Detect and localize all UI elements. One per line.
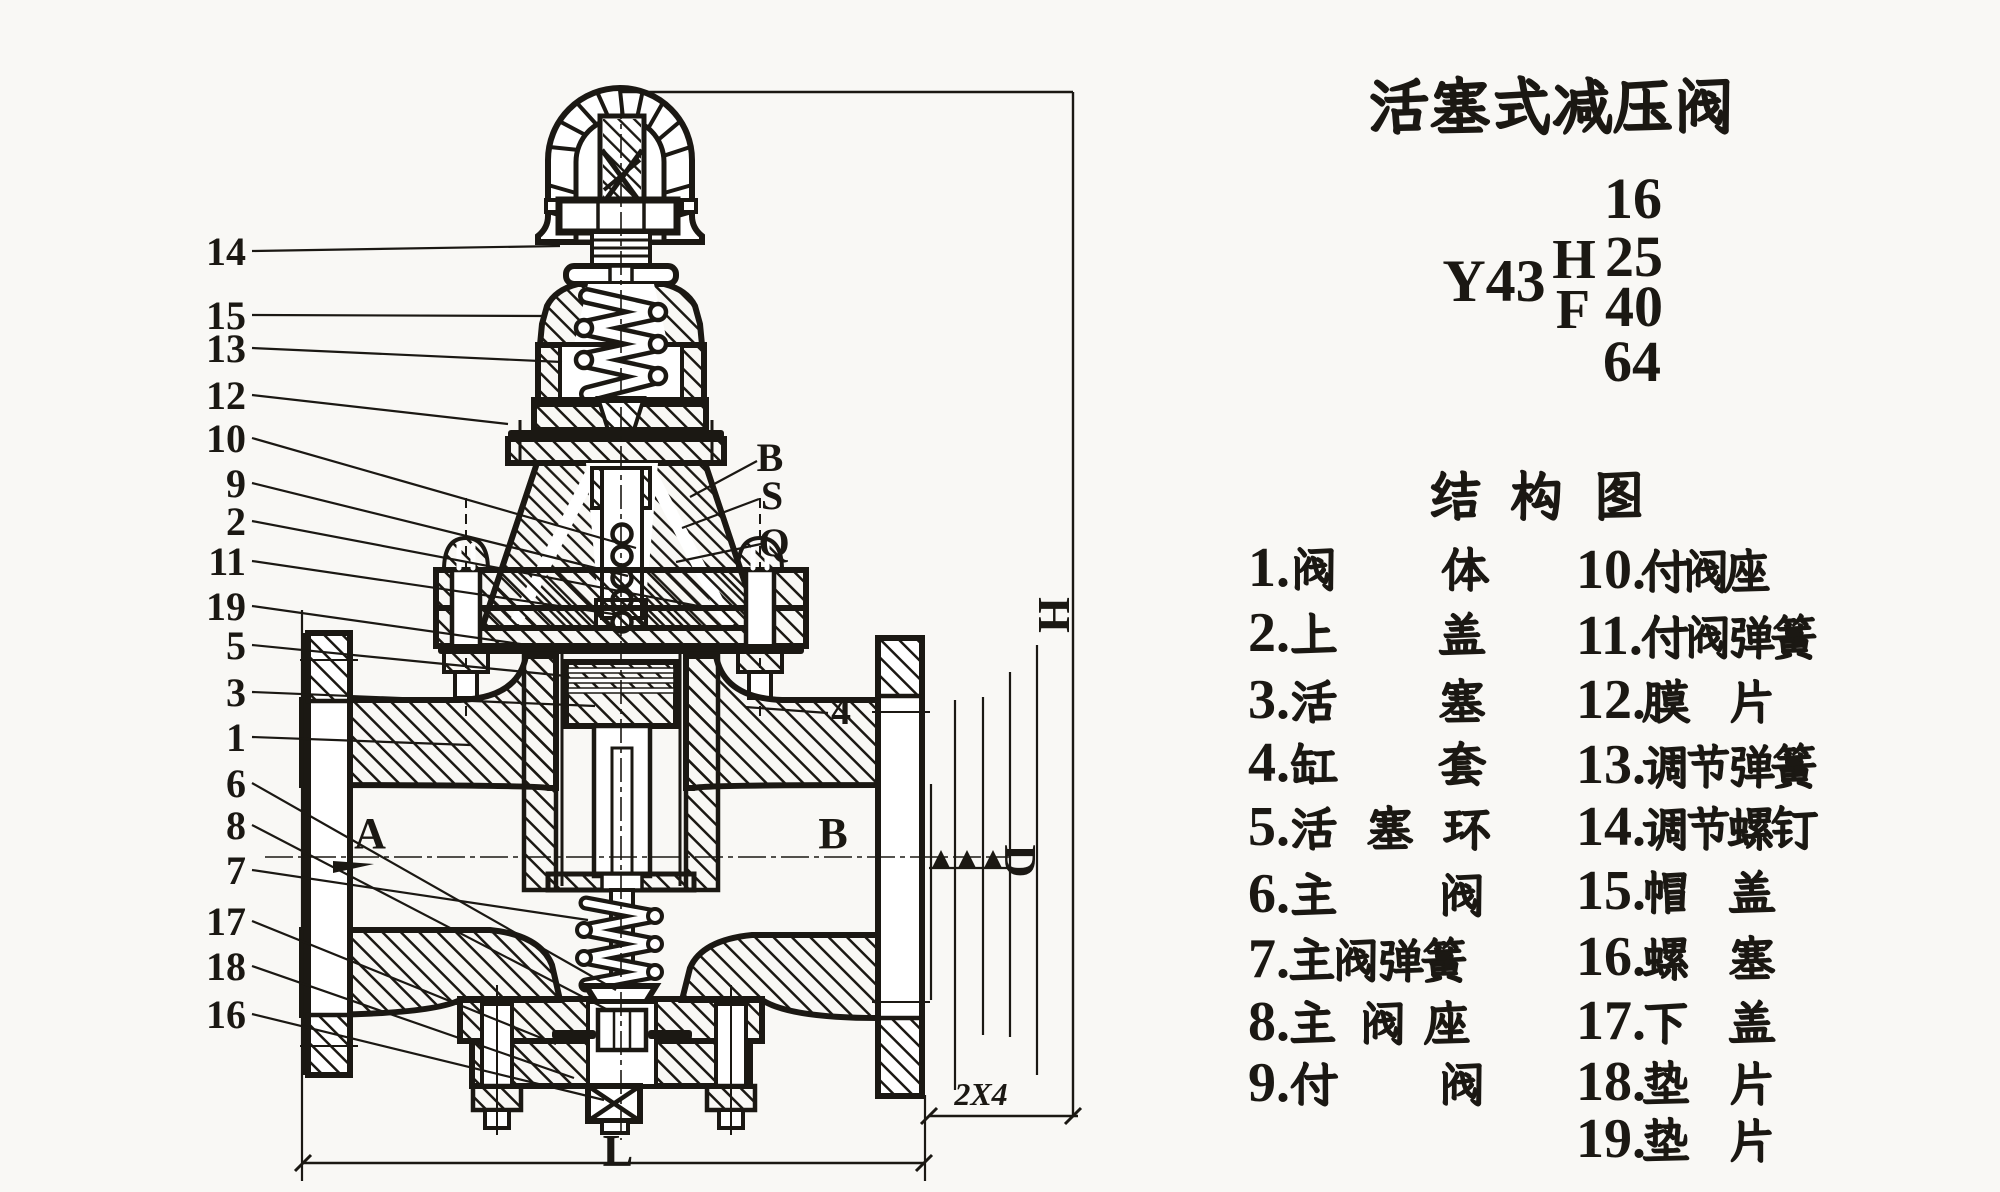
svg-text:15: 15 (206, 293, 246, 338)
svg-text:F: F (1556, 279, 1590, 341)
svg-text:12: 12 (206, 373, 246, 418)
svg-text:18.: 18. (1576, 1051, 1646, 1113)
svg-text:12.: 12. (1576, 669, 1646, 731)
svg-text:17: 17 (206, 899, 246, 944)
svg-text:19.: 19. (1576, 1108, 1646, 1170)
svg-text:S: S (761, 473, 783, 518)
svg-text:16.: 16. (1576, 926, 1646, 988)
svg-text:6.: 6. (1248, 863, 1290, 925)
svg-text:11.: 11. (1576, 605, 1643, 667)
svg-text:10.: 10. (1576, 539, 1646, 601)
svg-text:1.: 1. (1248, 537, 1290, 599)
svg-text:B: B (818, 809, 847, 858)
svg-text:7: 7 (226, 848, 246, 893)
svg-text:6: 6 (226, 761, 246, 806)
svg-text:Q: Q (758, 520, 789, 565)
svg-text:H: H (1552, 229, 1596, 291)
svg-text:13: 13 (206, 326, 246, 371)
svg-text:H: H (1029, 597, 1080, 633)
svg-text:14: 14 (206, 229, 246, 274)
svg-text:7.: 7. (1248, 928, 1290, 990)
svg-text:10: 10 (206, 416, 246, 461)
svg-text:4.: 4. (1248, 732, 1290, 794)
svg-text:D: D (995, 844, 1046, 877)
svg-text:11: 11 (208, 539, 246, 584)
svg-text:9: 9 (226, 461, 246, 506)
svg-text:64: 64 (1603, 329, 1661, 394)
svg-text:13.: 13. (1576, 734, 1646, 796)
svg-text:3.: 3. (1248, 669, 1290, 731)
svg-text:8: 8 (226, 803, 246, 848)
svg-text:40: 40 (1605, 274, 1663, 339)
svg-text:B: B (757, 435, 784, 480)
svg-text:2: 2 (226, 499, 246, 544)
svg-text:2X4: 2X4 (953, 1076, 1007, 1112)
svg-text:18: 18 (206, 944, 246, 989)
svg-text:3: 3 (226, 670, 246, 715)
svg-text:8.: 8. (1248, 991, 1290, 1053)
svg-text:16: 16 (206, 992, 246, 1037)
svg-text:5.: 5. (1248, 796, 1290, 858)
svg-text:17.: 17. (1576, 990, 1646, 1052)
svg-text:5: 5 (226, 623, 246, 668)
svg-text:15.: 15. (1576, 860, 1646, 922)
svg-text:14.: 14. (1576, 796, 1646, 858)
svg-text:2.: 2. (1248, 602, 1290, 664)
svg-text:25: 25 (1605, 224, 1663, 289)
svg-text:9.: 9. (1248, 1052, 1290, 1114)
svg-text:19: 19 (206, 584, 246, 629)
svg-text:1: 1 (226, 715, 246, 760)
svg-text:Y43: Y43 (1442, 248, 1545, 314)
svg-text:16: 16 (1604, 166, 1662, 231)
svg-text:4: 4 (831, 688, 851, 733)
svg-text:L: L (603, 1125, 634, 1176)
